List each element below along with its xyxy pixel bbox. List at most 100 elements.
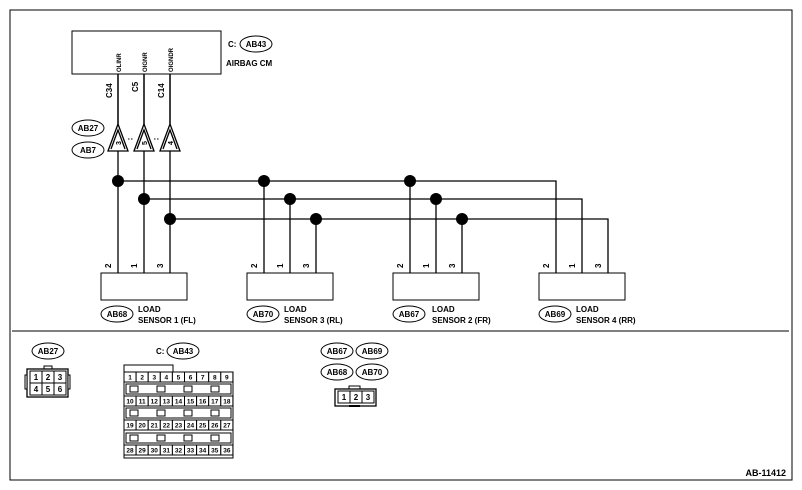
svg-text:AB68: AB68: [327, 368, 348, 377]
harness-ref-oval-ab27: [71, 119, 105, 137]
ab43-pin-label: 4: [165, 374, 169, 381]
ab43-key-slot: [125, 407, 232, 419]
ab43-pin-label: 27: [223, 422, 231, 429]
ab43-pin-label: 25: [199, 422, 207, 429]
ab43-pin-label: 8: [213, 374, 217, 381]
ab43-pin-label: 14: [175, 398, 183, 405]
bus-wires: [117, 151, 609, 273]
module-pin-oignr: OIGNR: [143, 52, 149, 72]
svg-text:AB70: AB70: [362, 368, 383, 377]
ab43-key-notch: [156, 385, 166, 393]
ab43-key-notch: [210, 409, 220, 417]
svg-text:3: 3: [448, 263, 457, 268]
ab43-key-notch: [183, 385, 193, 393]
svg-text:3: 3: [156, 263, 165, 268]
module-title: AIRBAG CM: [226, 59, 273, 68]
svg-text:3: 3: [302, 263, 311, 268]
ab27-pin-label: 1: [34, 373, 39, 382]
svg-text:AB27: AB27: [38, 347, 59, 356]
sensor-connector-pin-label: 3: [366, 393, 371, 402]
harness-ref-ab27: AB27: [78, 124, 99, 133]
ab43-pin-cell: [220, 444, 234, 456]
ab43-pin-label: 34: [199, 447, 207, 454]
ab43-key-notch: [129, 385, 139, 393]
ab43-key-notch: [129, 434, 139, 442]
ab43-pin-label: 17: [211, 398, 219, 405]
harness-ref-oval-ab7: [71, 141, 105, 159]
ab43-pin-label: 1: [128, 374, 132, 381]
svg-text:AB43: AB43: [173, 347, 194, 356]
ab43-pin-label: 7: [201, 374, 205, 381]
svg-text:2: 2: [396, 263, 405, 268]
sensor-connector-pin-label: 1: [342, 393, 347, 402]
ab43-key-slot: [125, 383, 232, 395]
ab27-pin-label: 2: [46, 373, 51, 382]
load-sensor-3: 2 1 3 AB70 LOAD SENSOR 3 (RL): [246, 263, 343, 325]
ab43-pin-label: 36: [223, 447, 231, 454]
module-connector-ref-oval: [239, 35, 273, 53]
sensor-connector-pin-cell: [361, 390, 375, 404]
ab43-key-notch: [156, 434, 166, 442]
harness-ref-ab7: AB7: [80, 146, 97, 155]
sensor-4-label: LOAD: [576, 305, 599, 314]
load-sensor-4: 2 1 3 AB69 LOAD SENSOR 4 (RR): [538, 263, 636, 325]
svg-text:1: 1: [422, 263, 431, 268]
svg-text:AB69: AB69: [362, 347, 383, 356]
ab43-pin-label: 2: [140, 374, 144, 381]
ab43-pin-label: 29: [139, 447, 147, 454]
ab43-pin-cell: [220, 419, 234, 431]
sensor-3-ref: AB70: [253, 310, 274, 319]
ab43-pin-label: 10: [126, 398, 134, 405]
ab43-pin-label: 5: [177, 374, 181, 381]
ab43-key-slot: [125, 432, 232, 444]
sensor-1-label: LOAD: [138, 305, 161, 314]
svg-text:3: 3: [594, 263, 603, 268]
ab43-key-notch: [210, 434, 220, 442]
ab43-pin-label: 32: [175, 447, 183, 454]
terminal-c5: C5: [131, 81, 140, 92]
ab43-pin-label: 11: [139, 398, 146, 405]
svg-text:2: 2: [250, 263, 259, 268]
svg-text:1: 1: [276, 263, 285, 268]
ab43-pin-label: 31: [163, 447, 171, 454]
ab43-pin-cell: [220, 371, 234, 383]
module-pin-olinr: OLINR: [117, 53, 123, 72]
sensor-3-sublabel: SENSOR 3 (RL): [284, 316, 343, 325]
ab43-key-notch: [129, 409, 139, 417]
ab43-key-notch: [210, 385, 220, 393]
harness-pin-5: 5: [142, 141, 149, 145]
ab43-pin-label: 35: [211, 447, 219, 454]
sensor-3-label: LOAD: [284, 305, 307, 314]
ab43-key-notch: [156, 409, 166, 417]
terminal-c14: C14: [157, 83, 166, 98]
ab43-key-notch: [183, 409, 193, 417]
ab27-pin-label: 3: [58, 373, 63, 382]
airbag-control-module: C: AB43 AIRBAG CM OLINR OIGNR OIGNDR C34…: [71, 30, 273, 98]
ab27-pin-label: 4: [34, 385, 39, 394]
ab43-pin-label: 6: [189, 374, 193, 381]
sensor-2-sublabel: SENSOR 2 (FR): [432, 316, 491, 325]
ab43-pin-label: 9: [225, 374, 229, 381]
ab43-pin-cell: [220, 395, 234, 407]
module-wires: [117, 74, 171, 124]
sensor-connector-pin-label: 2: [354, 393, 359, 402]
svg-text:C:: C:: [156, 347, 164, 356]
ab43-pin-label: 21: [151, 422, 159, 429]
figure-id: AB-11412: [745, 468, 786, 478]
ab43-pin-label: 33: [187, 447, 195, 454]
ab43-pin-label: 22: [163, 422, 171, 429]
ab43-pin-label: 28: [126, 447, 134, 454]
sensor-2-ref: AB67: [399, 310, 420, 319]
load-sensor-1: 2 1 3 AB68 LOAD SENSOR 1 (FL): [100, 263, 196, 325]
module-connector-ref: AB43: [246, 40, 267, 49]
sensor-4-sublabel: SENSOR 4 (RR): [576, 316, 636, 325]
harness-connector: AB27 AB7 3 5 4: [71, 119, 181, 159]
ab27-pin-label: 5: [46, 385, 51, 394]
sensor-4-ref: AB69: [545, 310, 566, 319]
airbag-cm-box: [71, 30, 222, 75]
load-sensor-2: 2 1 3 AB67 LOAD SENSOR 2 (FR): [392, 263, 491, 325]
ab43-pin-label: 16: [199, 398, 207, 405]
